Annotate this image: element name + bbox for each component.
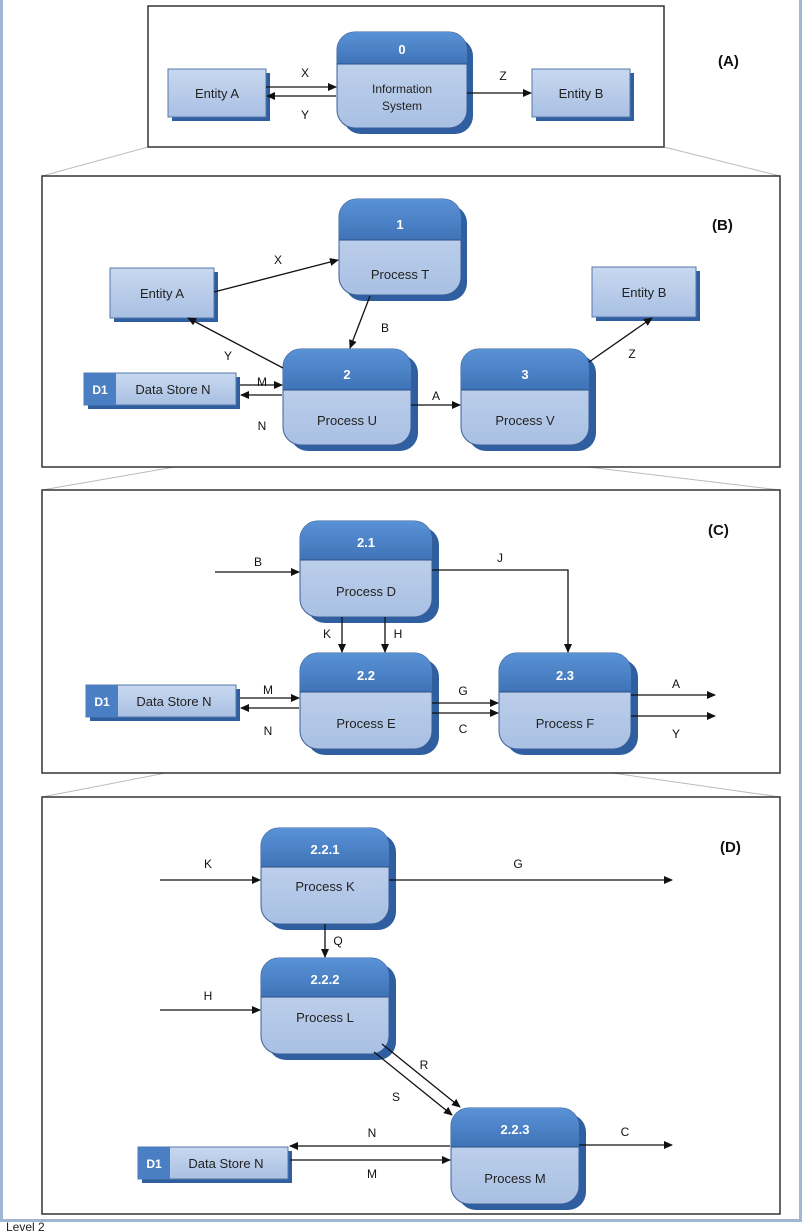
svg-text:Z: Z [499,69,506,83]
svg-text:Process T: Process T [371,267,429,282]
svg-text:Entity B: Entity B [559,86,604,101]
footer-text: Level 2 [6,1222,45,1232]
process-2-2-1: 2.2.1 Process K [260,827,396,930]
svg-text:Process F: Process F [536,716,595,731]
left-edge-strip [0,0,3,1222]
svg-text:2.1: 2.1 [357,535,375,550]
svg-text:A: A [432,389,440,403]
process-2-2-2: 2.2.2 Process L [260,957,396,1060]
svg-text:Process U: Process U [317,413,377,428]
svg-text:Data Store N: Data Store N [188,1156,263,1171]
svg-text:Process V: Process V [495,413,555,428]
panel-c: (C) D1 Data Store N 2.1 Process D 2.2 Pr… [41,489,781,774]
svg-text:Process M: Process M [484,1171,545,1186]
svg-text:B: B [381,321,389,335]
datastore-d1: D1 Data Store N [83,372,240,409]
svg-text:Y: Y [301,108,309,122]
right-edge-strip [799,0,802,1222]
process-2-2-3: 2.2.3 Process M [450,1107,586,1210]
panel-b: (B) Entity A Entity B D1 Data Store N 1 … [41,175,781,468]
svg-text:X: X [274,253,282,267]
entity-b: Entity B [531,68,634,121]
svg-text:Data Store N: Data Store N [135,382,210,397]
svg-text:K: K [204,857,212,871]
svg-text:Q: Q [333,934,342,948]
svg-text:Entity A: Entity A [195,86,239,101]
svg-text:Z: Z [628,347,635,361]
panel-label: (D) [720,839,741,856]
svg-text:Entity A: Entity A [140,286,184,301]
svg-text:2.2.3: 2.2.3 [501,1122,530,1137]
flows-b [187,258,653,409]
entity-b: Entity B [591,266,700,321]
panel-label: (A) [718,53,739,70]
svg-text:D1: D1 [146,1157,162,1171]
datastore-d1: D1 Data Store N [137,1146,292,1183]
process-3: 3 Process V [460,348,596,451]
svg-text:N: N [368,1126,377,1140]
svg-text:S: S [392,1090,400,1104]
svg-text:C: C [459,722,468,736]
svg-text:G: G [513,857,522,871]
process-2-1: 2.1 Process D [299,520,439,623]
svg-text:2.3: 2.3 [556,668,574,683]
entity-a: Entity A [167,68,270,121]
panel-label: (C) [708,522,729,539]
panel-a: (A) Entity A Entity B 0 Information Syst… [147,5,739,148]
process-0: 0 Information System [336,31,473,134]
svg-text:K: K [323,627,331,641]
panel-label: (B) [712,217,733,234]
process-1: 1 Process T [338,198,467,301]
svg-text:Process L: Process L [296,1010,354,1025]
svg-text:C: C [621,1125,630,1139]
svg-text:Y: Y [672,727,680,741]
svg-text:2.2.2: 2.2.2 [311,972,340,987]
svg-text:2.2.1: 2.2.1 [311,842,340,857]
svg-text:N: N [258,419,267,433]
svg-text:D1: D1 [92,383,108,397]
svg-text:N: N [264,724,273,738]
svg-text:3: 3 [521,367,528,382]
svg-text:G: G [458,684,467,698]
svg-text:Process E: Process E [336,716,396,731]
process-2-3: 2.3 Process F [498,652,638,755]
svg-text:Process K: Process K [295,879,355,894]
panel-d: (D) D1 Data Store N 2.2.1 Process K 2.2.… [41,796,781,1215]
svg-text:Entity B: Entity B [622,285,667,300]
svg-text:D1: D1 [94,695,110,709]
process-2: 2 Process U [282,348,418,451]
svg-text:A: A [672,677,680,691]
svg-text:M: M [367,1167,377,1181]
svg-text:J: J [497,551,503,565]
svg-text:M: M [257,375,267,389]
bottom-edge-strip [0,1219,802,1222]
flows-a [266,83,532,100]
svg-text:2.2: 2.2 [357,668,375,683]
svg-text:H: H [394,627,403,641]
datastore-d1: D1 Data Store N [85,684,240,721]
svg-text:X: X [301,66,309,80]
svg-text:1: 1 [396,217,403,232]
svg-text:R: R [420,1058,429,1072]
svg-text:M: M [263,683,273,697]
svg-text:Process D: Process D [336,584,396,599]
svg-text:Y: Y [224,349,232,363]
svg-text:2: 2 [343,367,350,382]
svg-text:0: 0 [398,42,405,57]
flows-d [160,876,673,1164]
svg-text:System: System [382,99,422,113]
entity-a: Entity A [109,267,218,322]
svg-text:H: H [204,989,213,1003]
svg-text:B: B [254,555,262,569]
svg-text:Information: Information [372,82,432,96]
flows-c [215,568,716,720]
process-2-2: 2.2 Process E [299,652,439,755]
svg-text:Data Store N: Data Store N [136,694,211,709]
